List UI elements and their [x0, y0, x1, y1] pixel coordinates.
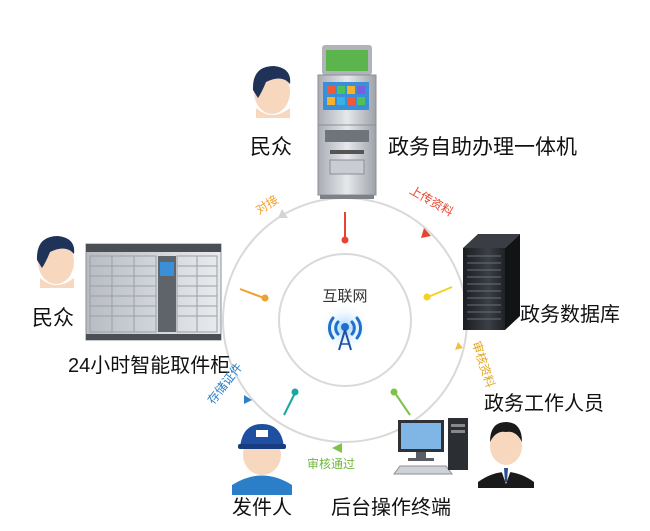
spokes	[239, 212, 453, 416]
spoke-sender	[283, 392, 296, 416]
arc-label-upload: 上传资料	[407, 182, 456, 219]
dot-kiosk	[341, 236, 349, 244]
locker-doors	[89, 255, 218, 333]
smart-locker-icon	[85, 243, 222, 341]
sender-courier-avatar	[232, 424, 292, 495]
inner-ring	[278, 253, 412, 387]
spoke-database	[427, 286, 453, 298]
arrow-store-cert	[244, 395, 252, 404]
dot-sender	[291, 388, 299, 396]
antenna-leg-right	[344, 329, 352, 351]
server-rack-icon	[463, 234, 520, 330]
label-staff: 政务工作人员	[484, 392, 604, 415]
kiosk-machine-icon	[317, 45, 377, 199]
dot-database	[423, 293, 431, 301]
arrow-approved	[332, 443, 342, 453]
label-sender: 发件人	[232, 496, 292, 519]
antenna-dot	[341, 323, 349, 331]
wifi-icon	[328, 316, 362, 340]
ring-arrows	[244, 209, 463, 453]
spoke-backend	[394, 392, 411, 416]
label-database: 政务数据库	[520, 303, 620, 326]
keyboard	[393, 465, 453, 475]
arc-label-review-material: 审核资料	[469, 339, 498, 389]
monitor-screen	[401, 423, 441, 449]
arc-label-dock: 对接	[253, 192, 281, 217]
locker-screen	[160, 262, 174, 276]
arc-label-approved: 审核通过	[307, 456, 355, 471]
server-side	[505, 234, 520, 330]
computer-terminal-icon	[393, 418, 468, 475]
arrow-upload	[421, 228, 431, 238]
server-front	[463, 248, 505, 330]
kiosk-top-screen	[326, 50, 368, 71]
dot-backend	[390, 388, 398, 396]
citizen-avatar-left	[36, 236, 75, 288]
arrow-dock	[278, 209, 288, 218]
citizen-avatar-top	[252, 66, 291, 118]
spoke-locker	[239, 288, 265, 299]
staff-avatar	[478, 422, 534, 488]
arrow-review-material	[455, 342, 463, 350]
antenna-leg-left	[338, 329, 346, 351]
dot-locker	[261, 294, 269, 302]
label-backend: 后台操作终端	[331, 496, 451, 519]
server-top	[463, 234, 520, 248]
label-locker: 24小时智能取件柜	[68, 354, 230, 377]
label-top-citizen: 民众	[250, 136, 292, 159]
label-left-citizen: 民众	[32, 307, 74, 330]
locker-body	[85, 243, 222, 341]
internet-hub: 互联网	[319, 287, 371, 354]
label-kiosk: 政务自助办理一体机	[388, 136, 577, 159]
center-label: 互联网	[322, 287, 367, 305]
